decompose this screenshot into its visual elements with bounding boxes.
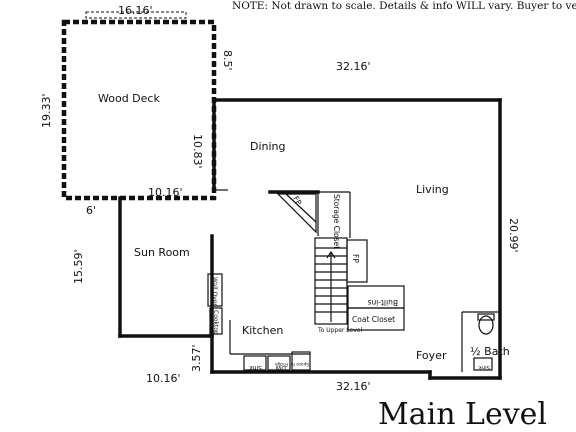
- dim-step: 3.57': [190, 344, 203, 372]
- dim-sunroom-left: 15.59': [72, 249, 85, 284]
- deck-step: [85, 11, 187, 19]
- wood-deck: [61, 11, 217, 201]
- dim-deck-left: 19.33': [40, 93, 53, 128]
- fridge-space: [291, 351, 311, 371]
- room-living: Living: [416, 183, 449, 196]
- sink-label: Sink: [249, 364, 262, 371]
- dishwasher: [267, 355, 291, 371]
- room-sun-room: Sun Room: [134, 246, 190, 259]
- toilet-tank: [477, 313, 495, 321]
- fridge-label: Space for Fridge: [275, 362, 309, 367]
- fp-lower-label: FP: [351, 254, 360, 263]
- cooktop: [209, 307, 223, 335]
- dim-bottom-main: 32.16': [336, 380, 371, 393]
- stairs-label: To Upper Level: [317, 327, 362, 334]
- dim-main-right: 20.99': [507, 218, 520, 253]
- dim-deck-right-lower: 10.83': [191, 134, 204, 169]
- deck-outline: [61, 19, 217, 201]
- page-title: Main Level: [378, 397, 547, 432]
- dim-deck-right-upper: 8.5': [221, 50, 234, 71]
- room-dining: Dining: [250, 140, 286, 153]
- room-coat-closet: Coat Closet: [352, 315, 395, 324]
- lower-fireplace: [346, 239, 368, 283]
- room-storage-closet: Storage Closet: [332, 194, 341, 249]
- dim-deck-small: 6': [86, 204, 96, 217]
- room-built-ins: Built-ins: [367, 298, 398, 307]
- upper-fireplace: [276, 193, 317, 234]
- room-foyer: Foyer: [416, 349, 447, 362]
- disclaimer-note: NOTE: Not drawn to scale. Details & info…: [232, 0, 576, 12]
- cooktop-label: Cooktop: [212, 310, 219, 335]
- dim-main-top: 32.16': [336, 60, 371, 73]
- exterior-walls: [118, 98, 502, 380]
- toilet-icon: [478, 315, 494, 335]
- kitchen-sink: [243, 355, 267, 371]
- fp-upper-label: FP: [291, 195, 303, 208]
- bath-sink: [473, 357, 493, 371]
- dim-deck-bottom: 10.16': [148, 186, 183, 199]
- room-kitchen: Kitchen: [242, 324, 283, 337]
- dim-deck-top: 16.16': [118, 4, 153, 17]
- wall-oven: [207, 273, 223, 307]
- room-wood-deck: Wood Deck: [98, 92, 160, 105]
- wall-oven-label: Wall Oven: [211, 277, 218, 307]
- dim-bottom-left: 10.16': [146, 372, 181, 385]
- interior-walls: [207, 190, 500, 372]
- dw-label: DW: [275, 364, 286, 371]
- coat-closet-box: [347, 307, 405, 331]
- bath-sink-label: Sink: [478, 364, 490, 370]
- room-half-bath: ½ Bath: [470, 345, 510, 358]
